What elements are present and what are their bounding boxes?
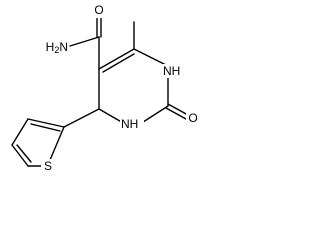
chemical-structure-diagram: O H2N NH NH O S (11, 3, 200, 173)
bond-c6-n1 (133, 48, 169, 67)
bond-thiophene-c4-c5-a (11, 144, 29, 167)
ring-nh-top-label: NH (163, 64, 180, 78)
bond-c2-n3 (139, 105, 169, 125)
bond-thiophene-c3-c4 (11, 118, 29, 146)
bond-c5-c6-b (102, 53, 135, 73)
bond-thiophene-c2-c3-b (30, 123, 61, 132)
bond-thiophene-c4-c5-b (16, 144, 32, 163)
bond-c2-o-b (165, 107, 187, 120)
ring-nh-bottom-label: NH (121, 117, 138, 131)
bond-c2-o-a (167, 103, 189, 116)
bond-thiophene-c2-s (49, 126, 65, 161)
carbonyl-oxygen-label: O (188, 111, 197, 125)
thiophene-sulfur-label: S (44, 159, 52, 173)
amide-nitrogen-label: H2N (46, 40, 68, 55)
amide-oxygen-label: O (94, 3, 103, 17)
bond-c4-thienyl (63, 108, 100, 128)
bond-thiophene-c2-c3-a (27, 118, 65, 128)
bond-amide-cn (69, 36, 100, 47)
bond-c5-c6-a (98, 48, 135, 70)
